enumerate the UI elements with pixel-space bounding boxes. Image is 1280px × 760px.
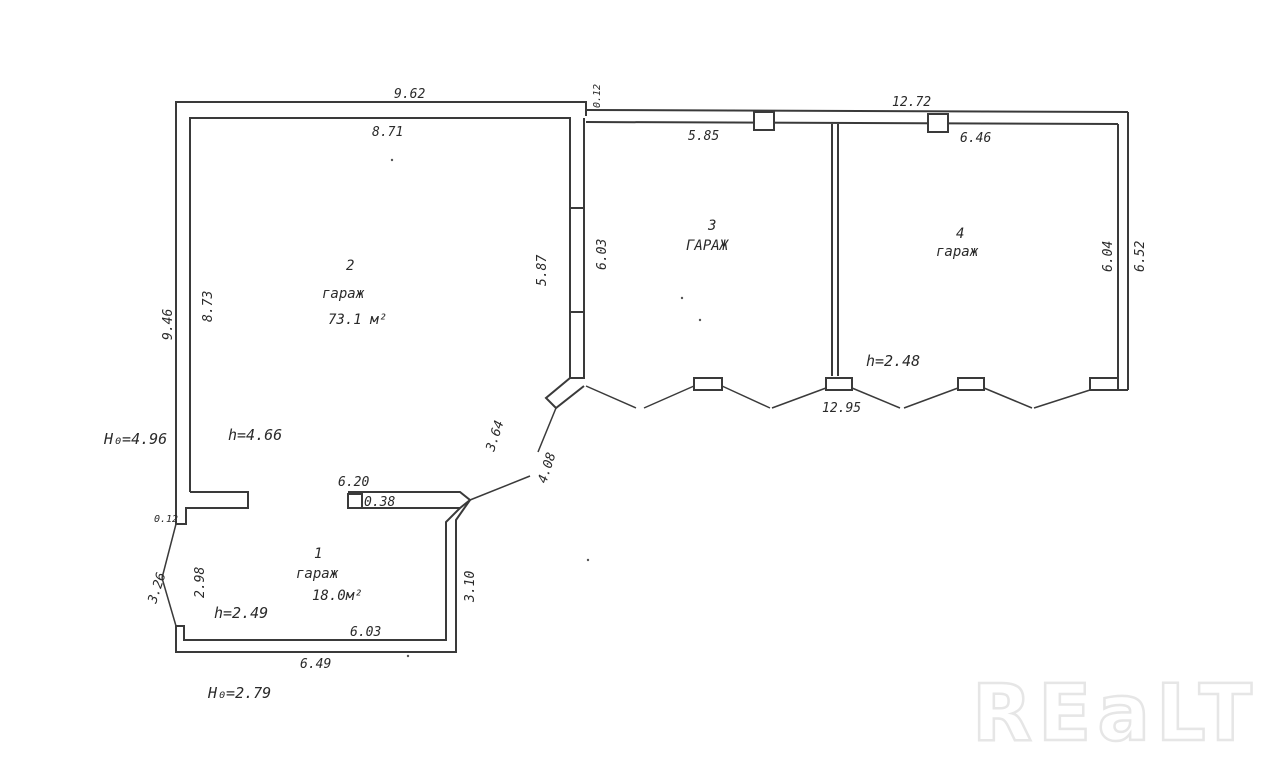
dim-room1-left-outer: 3.26: [145, 571, 169, 607]
garages-3-4-walls: [585, 109, 1129, 409]
dim-room1-top: 6.20: [338, 475, 369, 490]
dim-diag-inner: 3.64: [483, 419, 507, 454]
room-1-area: 18.0м²: [312, 588, 363, 604]
room-1-name: гараж: [296, 566, 339, 582]
dim-room3-left: 6.03: [595, 239, 610, 270]
ho-lower-height: H₀=2.79: [207, 684, 271, 702]
room-2-number: 2: [346, 258, 354, 274]
room-1-height: h=2.49: [214, 604, 268, 622]
dim-right-outer: 6.52: [1133, 241, 1148, 272]
realt-watermark: REaLT: [972, 669, 1258, 759]
dim-left-outer: 9.46: [161, 309, 176, 340]
diagonal-opening: [469, 407, 557, 501]
dim-room4-right-inner: 6.04: [1101, 241, 1116, 272]
dim-room4-top: 6.46: [960, 131, 991, 146]
room-2-height: h=4.66: [228, 426, 282, 444]
dim-room3-top: 5.85: [688, 129, 719, 144]
dim-room2-right: 5.87: [535, 255, 550, 286]
ho-main-height: H₀=4.96: [103, 430, 167, 448]
room-3-number: 3: [707, 218, 716, 234]
room-2-name: гараж: [322, 286, 365, 302]
room-1-number: 1: [314, 546, 322, 562]
dim-left-inner: 8.73: [201, 291, 216, 322]
dim-top-outer: 9.62: [394, 87, 425, 102]
dim-room1-bottom-outer: 6.49: [300, 657, 331, 672]
dim-front-bottom: 12.95: [822, 401, 861, 416]
dim-room1-wall: 0.38: [364, 495, 395, 510]
dim-room1-right: 3.10: [463, 571, 478, 603]
dim-diag-outer: 4.08: [536, 451, 560, 486]
room-1-walls: [161, 499, 471, 653]
dim-room1-bottom-inner: 6.03: [350, 625, 381, 640]
dim-top-inner: 8.71: [372, 125, 403, 140]
room-3-name: ГАРАЖ: [686, 238, 730, 254]
room-4-height: h=2.48: [866, 352, 920, 370]
dim-wall-thickness-top: 0.12: [592, 84, 603, 108]
room-2-walls: [175, 101, 587, 525]
dim-wall-thickness-low: 0.12: [154, 514, 178, 525]
room-4-name: гараж: [936, 244, 979, 260]
dim-room1-left-inner: 2.98: [193, 567, 208, 598]
dim-right-top-outer: 12.72: [892, 95, 931, 110]
room-2-area: 73.1 м²: [328, 312, 387, 328]
room-4-number: 4: [956, 226, 964, 242]
